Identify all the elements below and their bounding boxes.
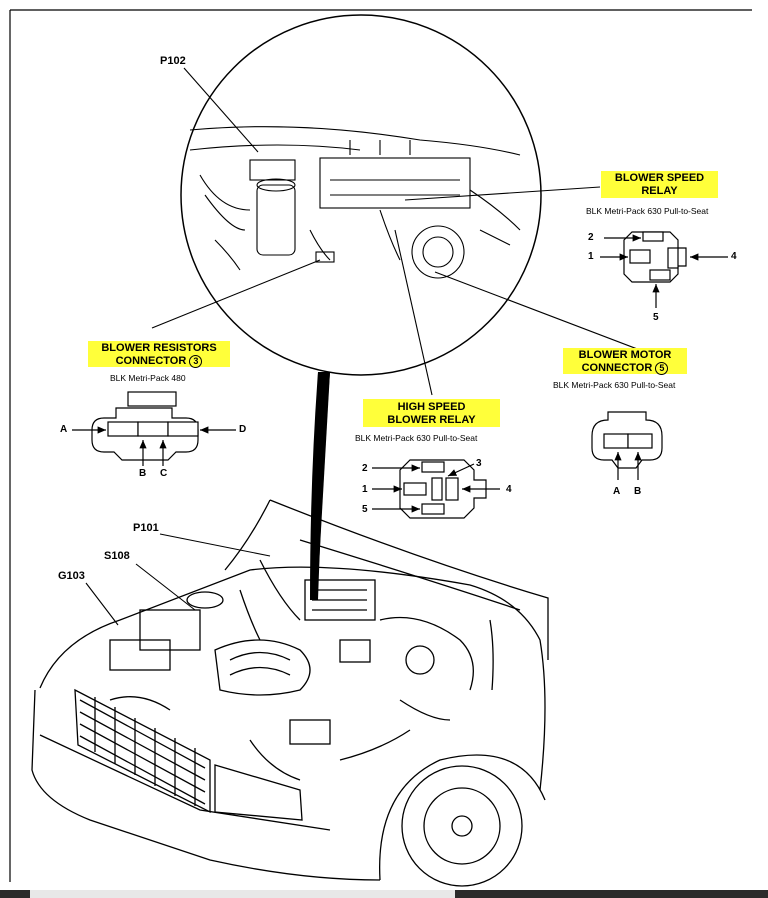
label-s108: S108 [104, 550, 130, 562]
high-speed-blower-relay-pin-3: 3 [476, 458, 482, 469]
blower-speed-relay-connector-art [600, 231, 728, 308]
label-p101: P101 [133, 522, 159, 534]
high-speed-blower-relay-pin-4: 4 [506, 484, 512, 495]
blower-motor-connector-art [591, 411, 663, 480]
blower-speed-relay-title: BLOWER SPEED RELAY [601, 172, 718, 198]
highlight-blower-speed-relay [601, 171, 718, 198]
blower-motor-connector-title-line1: BLOWER MOTOR [578, 349, 672, 361]
blower-speed-relay-pin-4: 4 [731, 251, 737, 262]
blower-motor-connector-title: BLOWER MOTOR CONNECTOR 5 [563, 349, 687, 375]
blower-speed-relay-pin-5: 5 [653, 312, 659, 323]
high-speed-blower-relay-title-line2: BLOWER RELAY [387, 414, 476, 426]
blower-resistors-pin-b: B [139, 468, 147, 479]
vehicle-engine-bay-art [31, 499, 549, 887]
blower-resistors-title: BLOWER RESISTORS CONNECTOR 3 [88, 342, 230, 368]
blower-motor-pin-b: B [634, 486, 642, 497]
blower-resistors-title-line2: CONNECTOR 3 [88, 355, 230, 368]
blower-speed-relay-pin-1: 1 [588, 251, 594, 262]
detail-magnifier-circle [180, 14, 542, 376]
high-speed-blower-relay-pin-2: 2 [362, 463, 368, 474]
highlight-blower-resistors [88, 341, 230, 367]
blower-motor-callout: 5 [655, 362, 669, 375]
blower-speed-relay-subtitle: BLK Metri-Pack 630 Pull-to-Seat [586, 206, 709, 216]
blower-resistors-pin-d: D [239, 424, 247, 435]
high-speed-blower-relay-subtitle: BLK Metri-Pack 630 Pull-to-Seat [355, 433, 478, 443]
footer-scrollbar[interactable] [0, 886, 768, 898]
blower-motor-connector-title-line2: CONNECTOR 5 [563, 362, 687, 375]
highlight-high-speed-blower-relay [363, 399, 500, 427]
high-speed-blower-relay-pin-1: 1 [362, 484, 368, 495]
blower-resistors-subtitle: BLK Metri-Pack 480 [110, 373, 186, 383]
page-border [9, 9, 752, 882]
blower-speed-relay-title-line1: BLOWER SPEED [614, 172, 705, 184]
blower-resistors-connector-art [72, 391, 236, 466]
blower-resistors-pin-a: A [60, 424, 68, 435]
label-p102: P102 [160, 55, 186, 67]
scrollbar-thumb[interactable] [30, 890, 455, 898]
blower-speed-relay-title-line2: RELAY [641, 185, 678, 197]
high-speed-blower-relay-pin-5: 5 [362, 504, 368, 515]
blower-resistors-callout: 3 [189, 355, 203, 368]
high-speed-blower-relay-title-line1: HIGH SPEED [397, 401, 466, 413]
blower-motor-connector-subtitle: BLK Metri-Pack 630 Pull-to-Seat [553, 380, 676, 390]
leader-lines [85, 67, 641, 626]
blower-resistors-title-line1: BLOWER RESISTORS [101, 342, 217, 354]
high-speed-blower-relay-connector-art [372, 459, 500, 519]
blower-speed-relay-pin-2: 2 [588, 232, 594, 243]
blower-motor-pin-a: A [613, 486, 621, 497]
label-g103: G103 [58, 570, 85, 582]
blower-resistors-pin-c: C [160, 468, 168, 479]
high-speed-blower-relay-title: HIGH SPEED BLOWER RELAY [363, 401, 500, 427]
